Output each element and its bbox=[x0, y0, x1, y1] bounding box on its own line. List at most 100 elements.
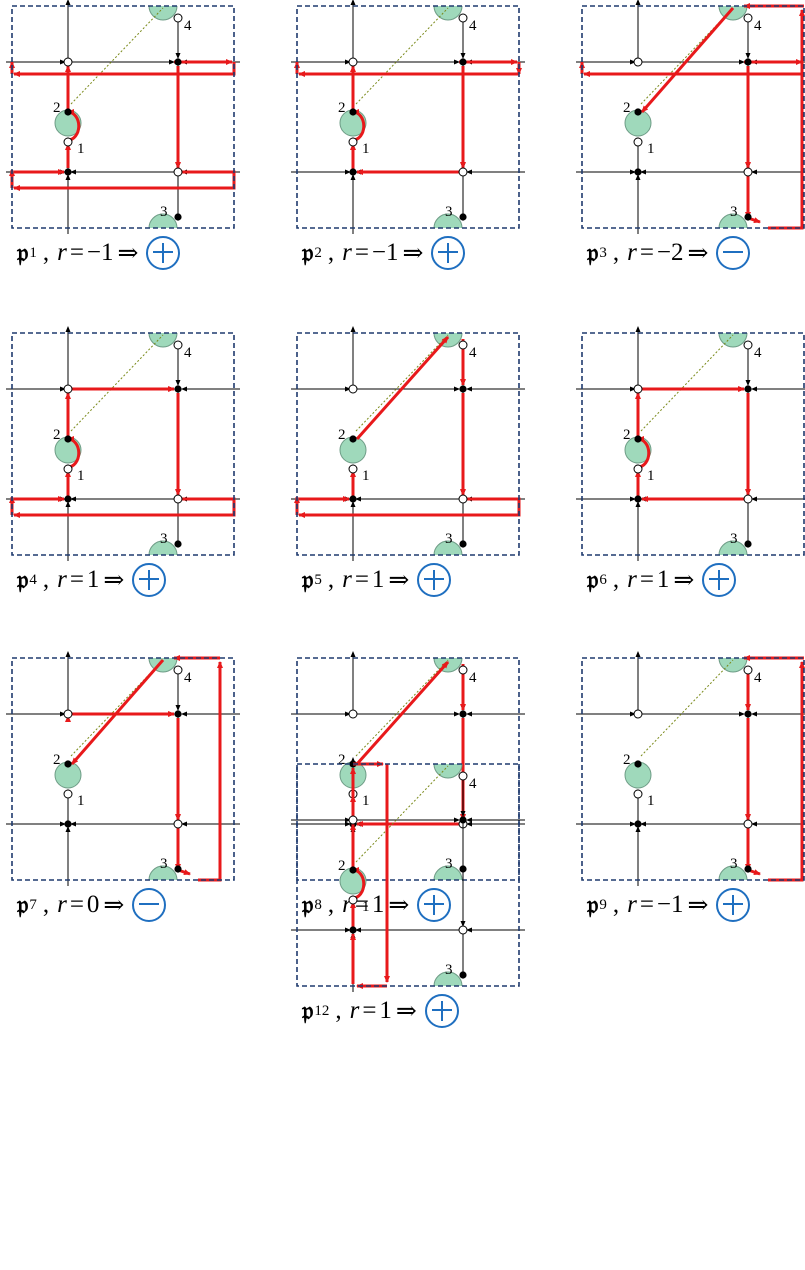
red-path bbox=[743, 655, 805, 882]
filled-vertex bbox=[64, 820, 72, 828]
filled-vertex bbox=[174, 710, 182, 718]
open-vertex bbox=[458, 13, 468, 23]
red-segment bbox=[355, 336, 450, 440]
node-label-n3: 3 bbox=[730, 204, 738, 220]
disk-bottom bbox=[433, 971, 463, 986]
caption-name: 𝔭 bbox=[587, 238, 599, 267]
panel-frame bbox=[296, 5, 520, 229]
red-path bbox=[579, 3, 805, 230]
caption-subscript: 5 bbox=[314, 571, 322, 588]
caption-subscript: 2 bbox=[314, 244, 322, 261]
red-arc-1-2 bbox=[67, 109, 81, 142]
caption-r-value: 1 bbox=[86, 566, 100, 593]
disk-bottom bbox=[433, 540, 463, 555]
grid-lines bbox=[291, 326, 525, 561]
filled-vertex bbox=[744, 865, 752, 873]
red-segment bbox=[13, 62, 236, 77]
filled-vertex bbox=[459, 971, 467, 979]
open-vertex bbox=[633, 709, 643, 719]
open-vertex bbox=[743, 494, 753, 504]
caption-r-value: 1 bbox=[379, 997, 392, 1024]
node-label-n1: 1 bbox=[362, 793, 370, 809]
filled-vertex bbox=[634, 495, 642, 503]
vertex-dots bbox=[348, 771, 468, 979]
filled-vertex bbox=[349, 435, 357, 443]
caption-r-symbol: r bbox=[342, 239, 352, 266]
filled-vertex bbox=[349, 926, 357, 934]
red-segment bbox=[13, 170, 236, 191]
open-vertex bbox=[458, 494, 468, 504]
caption-subscript: 1 bbox=[29, 244, 37, 261]
caption-comma: , bbox=[612, 891, 620, 918]
circled-plus-icon bbox=[146, 236, 181, 270]
open-vertex bbox=[348, 895, 358, 905]
filled-vertex bbox=[744, 710, 752, 718]
open-vertex bbox=[633, 384, 643, 394]
filled-vertex bbox=[64, 435, 72, 443]
circled-minus-icon bbox=[716, 236, 751, 270]
caption-subscript: 9 bbox=[599, 896, 607, 913]
caption-equals: = bbox=[639, 566, 654, 593]
filled-vertex bbox=[634, 435, 642, 443]
red-path bbox=[9, 59, 236, 191]
node-label-n4: 4 bbox=[184, 670, 192, 686]
disk-top bbox=[148, 6, 178, 21]
red-path bbox=[9, 386, 236, 518]
node-label-n1: 1 bbox=[647, 468, 655, 484]
panel-frame bbox=[296, 763, 520, 987]
red-segment bbox=[70, 659, 165, 765]
vertex-dots bbox=[63, 340, 183, 548]
disk-top bbox=[718, 658, 748, 673]
caption-implies: ⇒ bbox=[103, 892, 125, 919]
filled-vertex bbox=[744, 58, 752, 66]
red-segment bbox=[768, 9, 805, 230]
grid-lines bbox=[576, 651, 805, 886]
filled-vertex bbox=[64, 108, 72, 116]
dotted-link bbox=[640, 659, 734, 757]
circled-plus-icon bbox=[424, 994, 459, 1028]
grid-lines bbox=[6, 0, 240, 234]
dotted-link bbox=[355, 7, 449, 105]
clipped-disks bbox=[433, 764, 463, 986]
filled-vertex bbox=[634, 760, 642, 768]
panel-frame bbox=[11, 5, 235, 229]
open-vertex bbox=[348, 464, 358, 474]
caption-implies: ⇒ bbox=[117, 240, 139, 267]
disk-bottom bbox=[433, 213, 463, 228]
vertex-dots bbox=[633, 13, 753, 221]
caption-equals: = bbox=[354, 566, 369, 593]
node-label-n4: 4 bbox=[754, 345, 762, 361]
red-path bbox=[294, 336, 521, 518]
caption-implies: ⇒ bbox=[402, 240, 424, 267]
clipped-disks bbox=[433, 6, 463, 228]
vertex-dots bbox=[633, 665, 753, 873]
dotted-link bbox=[355, 659, 449, 757]
disk-bottom bbox=[148, 213, 178, 228]
node-label-n1: 1 bbox=[77, 141, 85, 157]
dotted-link bbox=[355, 765, 449, 863]
open-vertex bbox=[348, 815, 358, 825]
caption-r-symbol: r bbox=[57, 239, 67, 266]
caption-r-value: 1 bbox=[656, 566, 670, 593]
filled-vertex bbox=[459, 58, 467, 66]
filled-vertex bbox=[459, 385, 467, 393]
filled-vertex bbox=[634, 820, 642, 828]
filled-vertex bbox=[634, 168, 642, 176]
filled-vertex bbox=[174, 540, 182, 548]
disk-bottom bbox=[148, 540, 178, 555]
filled-vertex bbox=[459, 213, 467, 221]
node-label-n4: 4 bbox=[469, 18, 477, 34]
caption-implies: ⇒ bbox=[388, 892, 410, 919]
node-label-n2: 2 bbox=[53, 427, 61, 443]
node-label-n2: 2 bbox=[623, 427, 631, 443]
filled-vertex bbox=[174, 58, 182, 66]
node-label-n3: 3 bbox=[445, 531, 453, 547]
